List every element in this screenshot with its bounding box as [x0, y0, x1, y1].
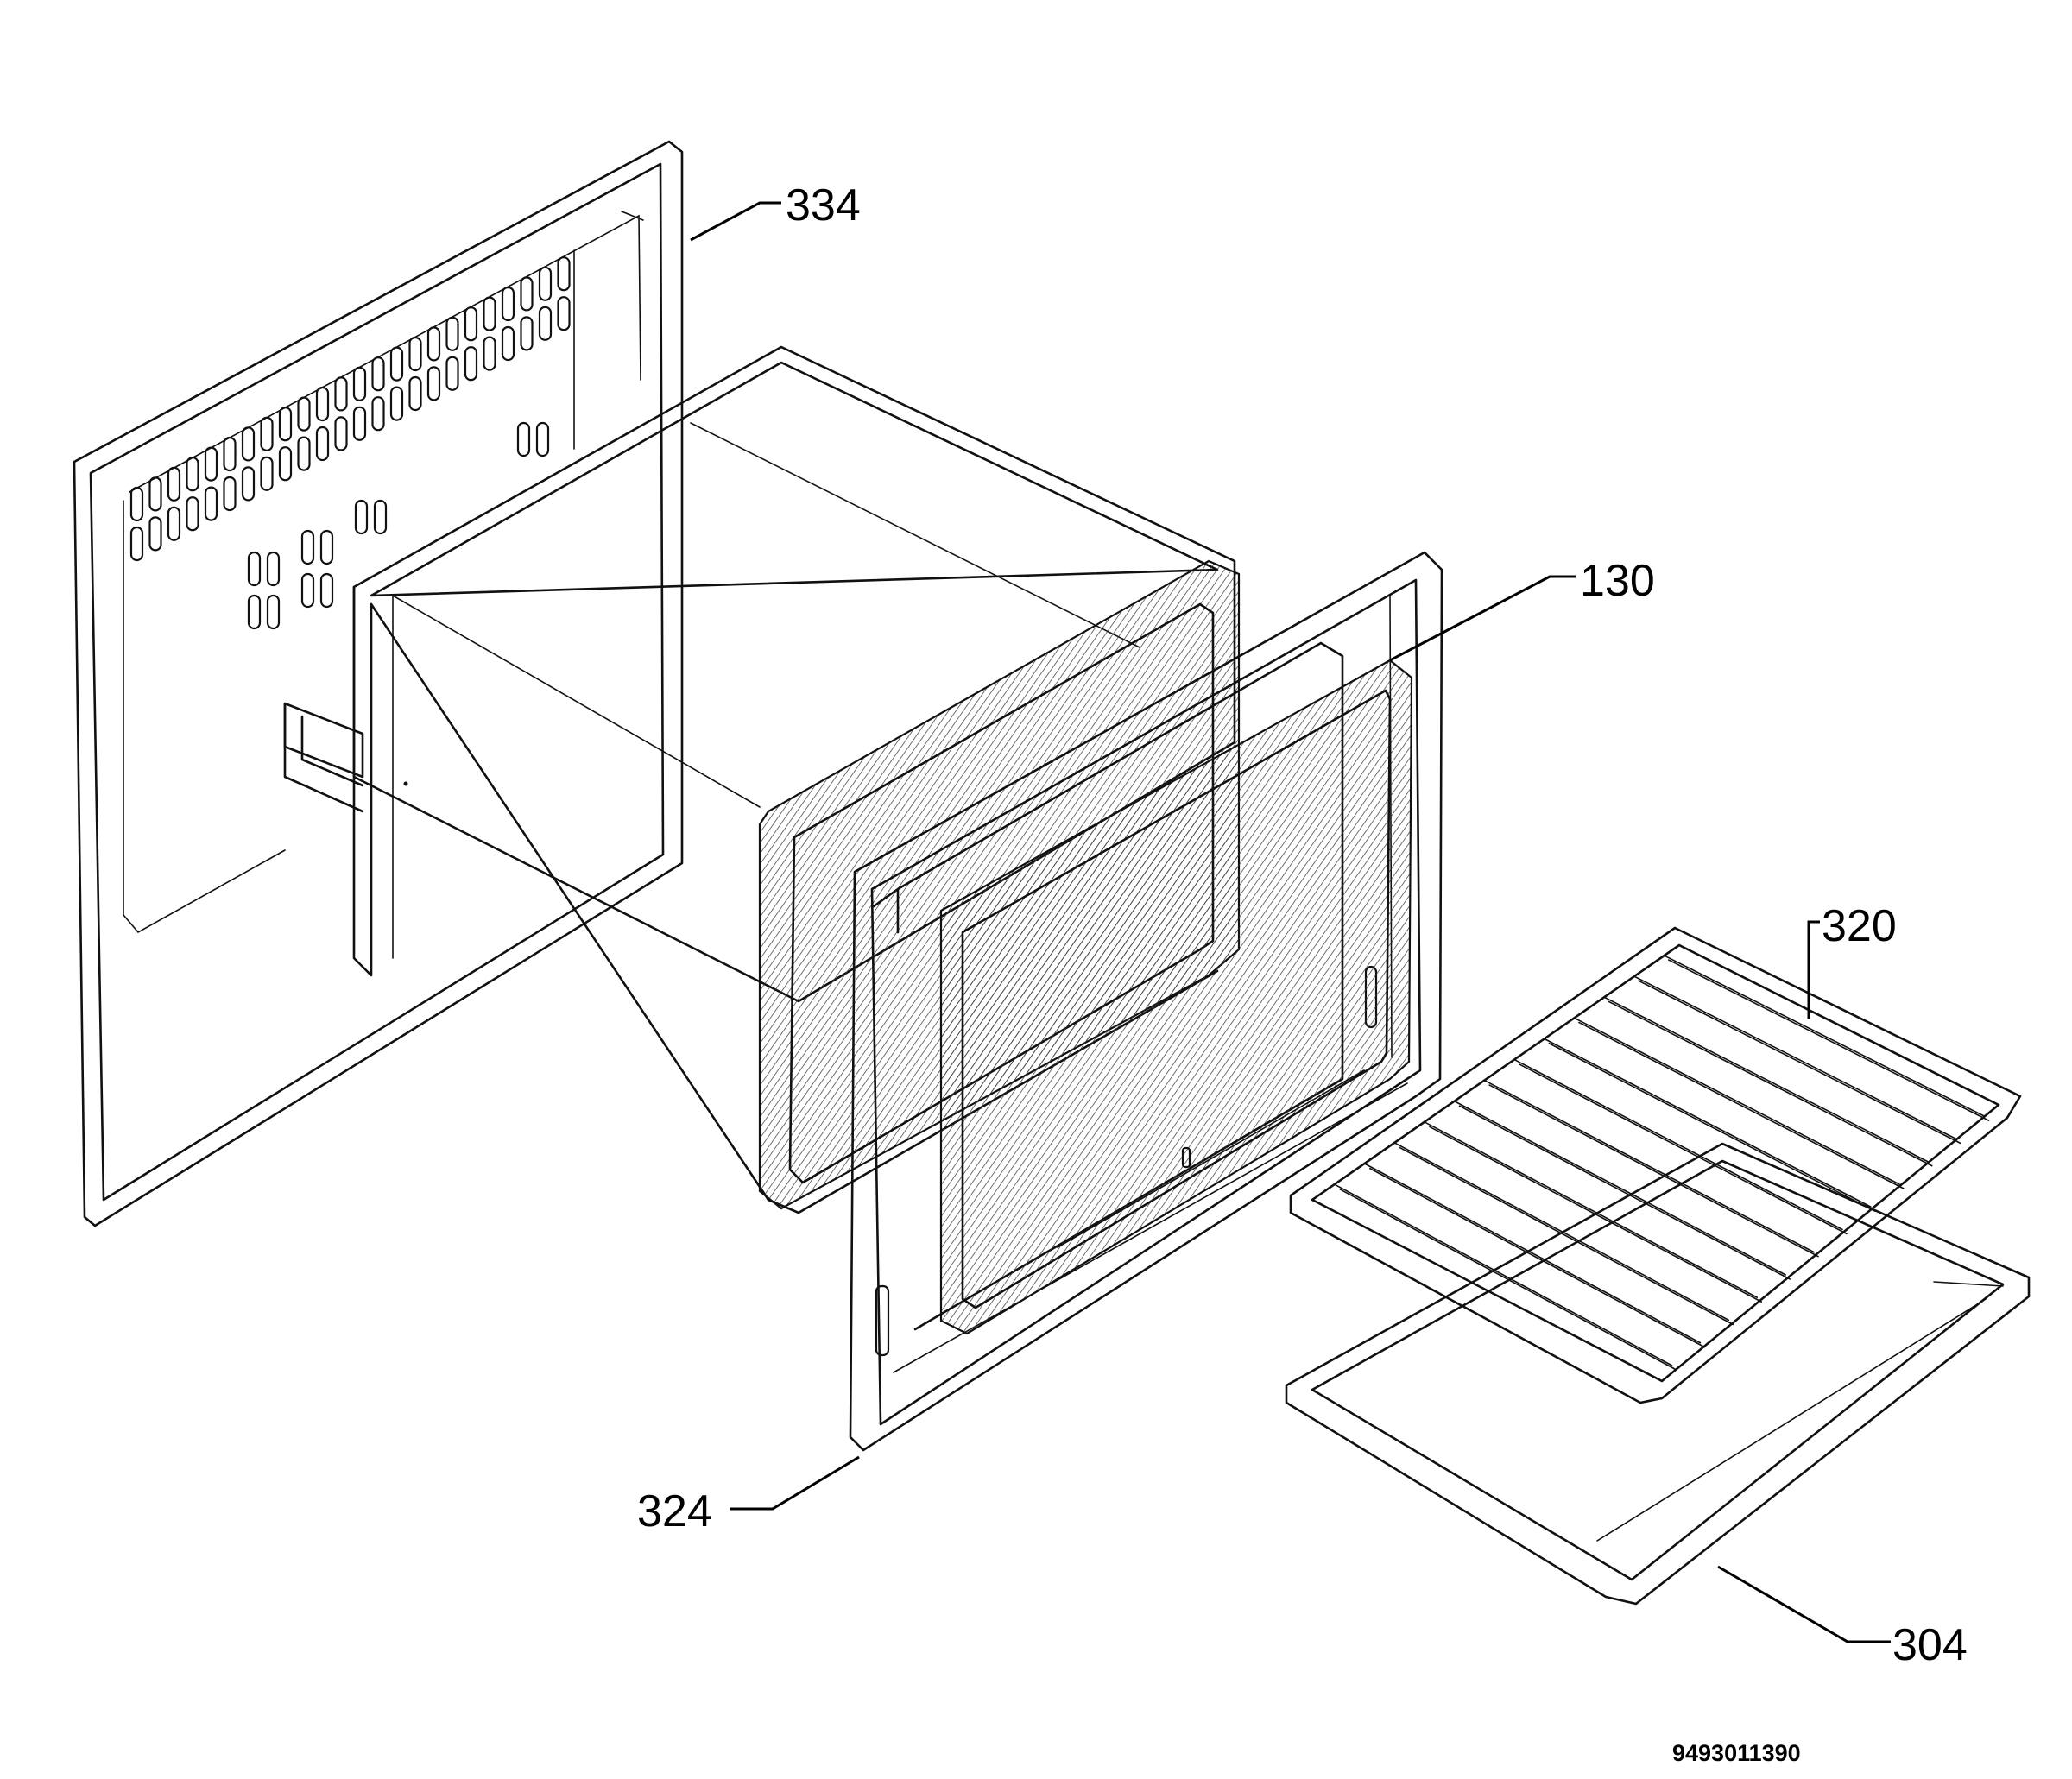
vent-slot — [297, 436, 311, 471]
vent-slot — [247, 551, 262, 587]
shelf-wire — [1548, 1042, 1876, 1212]
vent-slot — [247, 594, 262, 630]
rear-panel — [73, 140, 684, 1227]
vent-slot — [538, 306, 553, 341]
shelf-wire — [1574, 1017, 1900, 1185]
shelf-wire — [1578, 1021, 1905, 1189]
vent-slot — [319, 529, 334, 565]
vent-slot — [483, 336, 496, 371]
vent-slot — [408, 375, 422, 412]
vent-slot — [557, 256, 571, 292]
vent-slot — [389, 346, 404, 382]
vent-slot — [334, 376, 348, 412]
vent-slot — [445, 356, 459, 391]
shelf-wire — [1424, 1121, 1759, 1298]
vent-slot — [464, 346, 478, 382]
vent-slot — [557, 296, 571, 331]
vent-slot — [186, 457, 199, 492]
vent-slot — [426, 326, 441, 362]
shelf-wire — [1394, 1142, 1730, 1322]
callout-304: 304 — [1892, 1620, 1968, 1670]
shelf-wire — [1638, 980, 1961, 1145]
vent-slot — [535, 421, 550, 457]
vent-slot — [148, 476, 162, 512]
vent-slot — [315, 386, 330, 422]
vent-slot — [204, 486, 218, 521]
vent-slot — [167, 506, 181, 541]
shelf-wire — [1369, 1167, 1706, 1348]
vent-slot — [501, 286, 515, 322]
vent-slot — [148, 516, 162, 552]
vent-slot — [266, 594, 281, 630]
shelf-wire — [1603, 996, 1929, 1163]
leader-lines — [690, 201, 1891, 1643]
shelf-wire — [1429, 1126, 1763, 1303]
vent-slot — [300, 529, 315, 565]
baking-tray — [1285, 1142, 2031, 1606]
vent-slot — [464, 306, 478, 342]
vent-slot — [520, 276, 534, 312]
wire-shelf — [1289, 926, 2022, 1404]
vent-slot — [389, 386, 404, 421]
vent-slot — [167, 466, 181, 502]
shelf-wire — [1335, 1184, 1673, 1366]
shelf-wires — [1335, 955, 1990, 1371]
vent-slot — [278, 446, 293, 482]
document-number: 9493011390 — [1672, 1740, 1801, 1766]
shelf-wire — [1365, 1163, 1702, 1344]
shelf-wire — [1484, 1080, 1815, 1253]
ventilation-slots — [130, 256, 571, 630]
vent-slot — [241, 426, 256, 462]
vent-slot — [520, 316, 534, 351]
vent-slot — [186, 496, 199, 532]
vent-slot — [223, 476, 237, 512]
vent-slot — [204, 446, 218, 482]
callout-130: 130 — [1580, 556, 1655, 606]
shelf-wire — [1454, 1101, 1786, 1276]
vent-slot — [223, 436, 237, 472]
vent-slot — [483, 296, 496, 331]
callout-324: 324 — [637, 1486, 712, 1536]
vent-slot — [130, 526, 144, 562]
vent-slot — [538, 266, 553, 301]
vent-slot — [516, 421, 531, 457]
vent-slot — [319, 572, 334, 609]
vent-slot — [334, 416, 348, 451]
vent-slot — [315, 426, 330, 462]
vent-slot — [130, 486, 144, 522]
shelf-wire — [1339, 1189, 1677, 1371]
shelf-wire — [1518, 1063, 1848, 1235]
shelf-wire — [1399, 1146, 1734, 1326]
shelf-wire — [1667, 959, 1990, 1121]
vent-slot — [352, 406, 367, 441]
callout-334: 334 — [786, 180, 861, 230]
vent-slot — [371, 396, 385, 432]
vent-slot — [300, 572, 315, 609]
vent-slot — [408, 336, 422, 372]
vent-slot — [352, 366, 367, 401]
shelf-wire — [1488, 1084, 1819, 1258]
vent-slot — [354, 499, 369, 535]
shelf-wire — [1458, 1105, 1791, 1280]
shelf-wire — [1663, 955, 1986, 1117]
callout-320: 320 — [1822, 901, 1897, 951]
vent-slot — [260, 416, 274, 451]
vent-slot — [278, 407, 293, 442]
vent-slot — [445, 316, 459, 351]
vent-slot — [297, 396, 311, 432]
vent-slot — [260, 456, 274, 491]
vent-slot — [371, 356, 385, 392]
shelf-wire — [1544, 1038, 1872, 1208]
vent-slot — [426, 366, 441, 401]
vent-slot — [266, 551, 281, 587]
shelf-wire — [1633, 975, 1957, 1140]
door-seal — [939, 659, 1413, 1335]
vent-slot — [501, 325, 515, 362]
vent-slot — [241, 466, 256, 502]
vent-slot — [373, 499, 388, 535]
shelf-wire — [1608, 1000, 1933, 1167]
shelf-wire — [1513, 1059, 1843, 1231]
